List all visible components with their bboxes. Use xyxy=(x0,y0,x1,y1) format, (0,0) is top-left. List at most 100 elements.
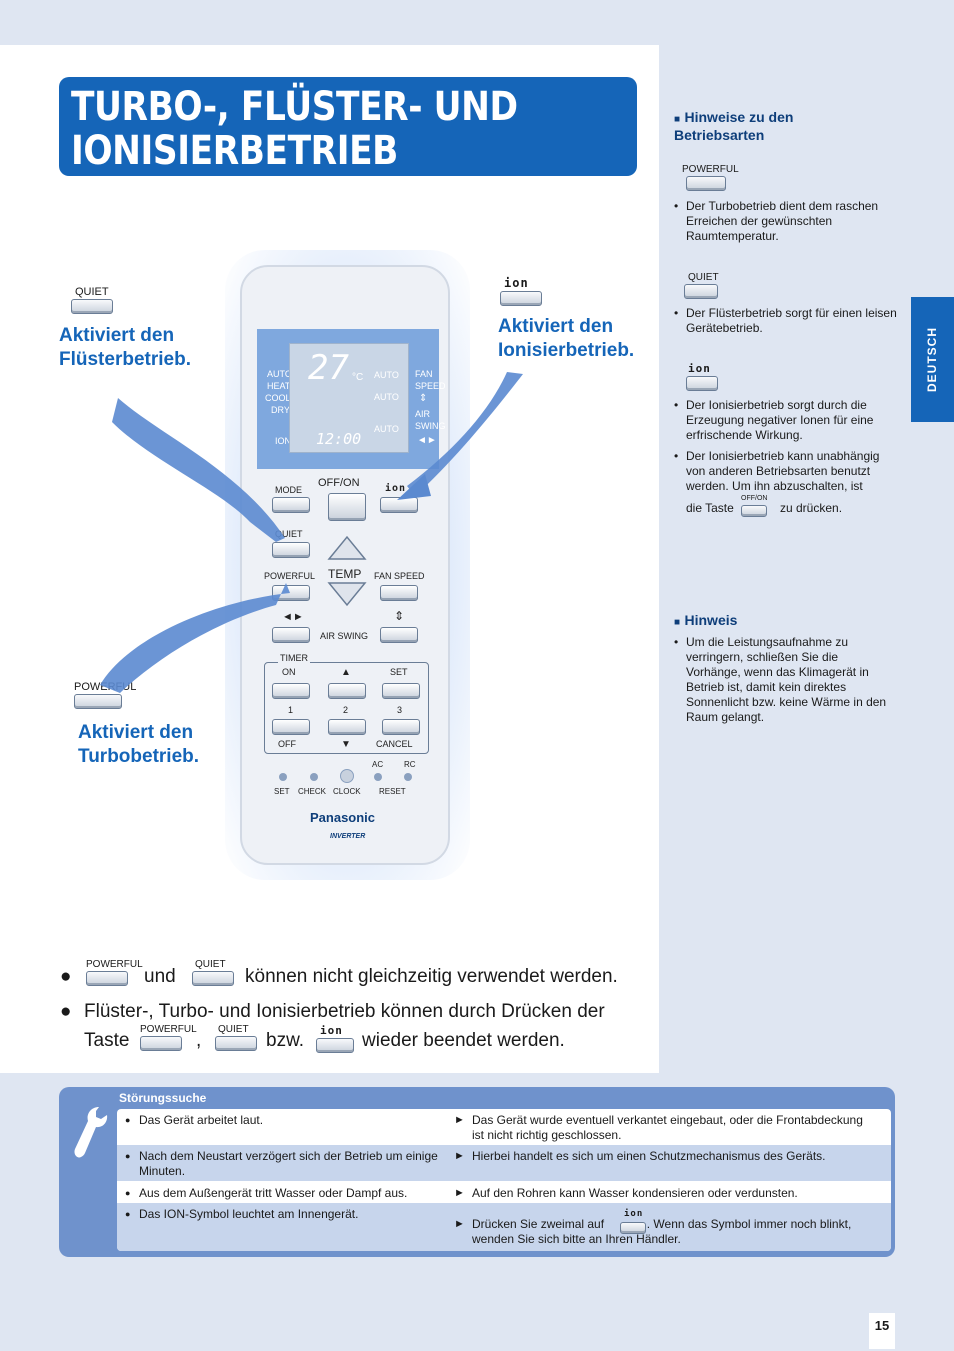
swing-ud-icon: ⇕ xyxy=(394,609,405,623)
inverter-label: INVERTER xyxy=(330,833,366,840)
timer-1-label: 1 xyxy=(288,705,294,715)
arrow-to-ion-icon xyxy=(397,372,523,500)
trouble-row-4-solution-b: . Wenn das Symbol immer noch blinkt, wen… xyxy=(472,1217,852,1246)
callout-quiet: QUIET xyxy=(71,286,113,316)
rc-reset-hole[interactable] xyxy=(404,773,412,781)
language-tab: DEUTSCH xyxy=(911,297,954,422)
side-powerful-label: POWERFUL xyxy=(682,164,739,175)
side-ion-label: ion xyxy=(688,362,711,375)
timer-3-label: 3 xyxy=(397,705,403,715)
ion-button[interactable] xyxy=(380,497,418,513)
troubleshooting-heading: Störungssuche xyxy=(119,1091,207,1105)
side-hinweis-text: Um die Leistungsaufnahme zu verringern, … xyxy=(672,635,892,725)
set-hole[interactable] xyxy=(279,773,287,781)
timer-panel xyxy=(264,662,429,754)
timer-2-label: 2 xyxy=(343,705,349,715)
quiet-button[interactable] xyxy=(272,542,310,558)
side-quiet-icon: QUIET xyxy=(684,272,719,301)
mode-button[interactable] xyxy=(272,497,310,513)
timer-on-label: ON xyxy=(282,667,296,677)
note1-powerful-label: POWERFUL xyxy=(86,959,143,970)
lcd-ion-label: ION xyxy=(275,436,292,446)
note-bullet-2: ● xyxy=(60,1001,72,1022)
check-label: CHECK xyxy=(298,787,327,796)
note2-bzw: bzw. xyxy=(266,1030,305,1051)
offon-label: OFF/ON xyxy=(318,477,360,489)
powerful-button[interactable] xyxy=(272,585,310,601)
lcd-auto-3: AUTO xyxy=(374,424,399,434)
note2-quiet-icon: QUIET xyxy=(215,1024,257,1053)
timer-set-label: SET xyxy=(390,667,408,677)
trouble-row-4-problem: Das ION-Symbol leuchtet am Innengerät. xyxy=(125,1207,449,1222)
ion-button-icon xyxy=(500,291,542,307)
side-powerful-text: Der Turbobetrieb dient dem raschen Errei… xyxy=(672,199,897,244)
side-ion-text-1: Der Ionisierbetrieb sorgt durch die Erze… xyxy=(672,398,897,443)
side-powerful-icon: POWERFUL xyxy=(682,164,739,193)
note2-end: wieder beendet werden. xyxy=(362,1030,565,1051)
timer-up-button[interactable] xyxy=(328,683,366,699)
note2-comma: , xyxy=(196,1030,202,1051)
temp-label: TEMP xyxy=(328,567,362,581)
lcd-fan-label: FAN xyxy=(415,369,433,379)
trouble-row-3-problem: Aus dem Außengerät tritt Wasser oder Dam… xyxy=(125,1186,449,1201)
offon-button[interactable] xyxy=(328,493,366,521)
check-hole[interactable] xyxy=(310,773,318,781)
brand-logo: Panasonic xyxy=(310,810,376,825)
side-offon-btn xyxy=(741,504,767,517)
title-line-2: IONISIERBETRIEB xyxy=(71,128,398,174)
note1-quiet-icon: QUIET xyxy=(192,959,234,988)
side-section-2-text: Hinweis xyxy=(684,612,738,628)
wrench-icon xyxy=(74,1107,108,1158)
side-ion-icon: ion xyxy=(686,362,718,393)
quiet-button-icon xyxy=(71,299,113,315)
timer-down-icon: ▼ xyxy=(341,739,351,750)
air-swing-label: AIR SWING xyxy=(320,631,369,641)
ion-label: ion xyxy=(504,276,529,290)
trouble-row-3-solution: Auf den Rohren kann Wasser kondensieren … xyxy=(454,1186,872,1201)
language-tab-label: DEUTSCH xyxy=(925,327,939,393)
note2-powerful-btn xyxy=(140,1036,182,1052)
trouble-row-2-solution: Hierbei handelt es sich um einen Schutzm… xyxy=(454,1149,872,1164)
ac-reset-hole[interactable] xyxy=(374,773,382,781)
lcd-screen: 27 °C AUTO AUTO AUTO 12:00 xyxy=(289,343,409,453)
temp-arrows-icon[interactable] xyxy=(326,533,368,613)
page-number: 15 xyxy=(869,1313,895,1349)
air-swing-ud-button[interactable] xyxy=(380,627,418,643)
quiet-label: QUIET xyxy=(75,286,109,298)
side-section-2-title: ■ Hinweis xyxy=(674,612,738,628)
side-ion-text-2-end: zu drücken. xyxy=(780,501,843,515)
note2-powerful-label: POWERFUL xyxy=(140,1024,197,1035)
callout-ion: ion xyxy=(500,276,542,308)
remote-ion-label: ion xyxy=(385,483,407,494)
side-section-1-title: ■ Hinweise zu den Betriebsarten xyxy=(674,109,794,143)
timer-on-button[interactable] xyxy=(272,683,310,699)
lcd-area: AUTO HEAT COOL DRY ION 27 °C AUTO AUTO A… xyxy=(257,329,446,469)
trouble-ion-label: ion xyxy=(624,1209,644,1219)
timer-label: TIMER xyxy=(278,653,310,663)
side-offon-label: OFF/ON xyxy=(741,495,768,502)
reset-label: RESET xyxy=(379,787,406,796)
clock-button[interactable] xyxy=(340,769,354,783)
mode-label: MODE xyxy=(275,485,302,495)
side-quiet-btn xyxy=(684,284,718,300)
lcd-updown-icon: ⇕ xyxy=(419,393,428,404)
fan-speed-button[interactable] xyxy=(380,585,418,601)
timer-up-icon: ▲ xyxy=(341,667,351,678)
note1-powerful-icon: POWERFUL xyxy=(86,959,143,988)
lcd-swing-label: SWING xyxy=(415,421,446,431)
note2-ion-icon: ion xyxy=(316,1024,354,1055)
side-quiet-text: Der Flüsterbetrieb sorgt für einen leise… xyxy=(672,306,897,336)
lcd-cool-label: COOL xyxy=(265,393,291,403)
timer-off-button[interactable] xyxy=(272,719,310,735)
trouble-row-1-solution: Das Gerät wurde eventuell verkantet eing… xyxy=(454,1113,872,1143)
timer-set-button[interactable] xyxy=(382,683,420,699)
note1-quiet-btn xyxy=(192,971,234,987)
timer-cancel-button[interactable] xyxy=(382,719,420,735)
trouble-row-1-problem: Das Gerät arbeitet laut. xyxy=(125,1113,449,1128)
air-swing-lr-button[interactable] xyxy=(272,627,310,643)
set-small-label: SET xyxy=(274,787,290,796)
side-section-1-text: Hinweise zu den Betriebsarten xyxy=(674,109,794,143)
timer-off-label: OFF xyxy=(278,739,296,749)
arrow-to-powerful-icon xyxy=(100,583,290,693)
timer-down-button[interactable] xyxy=(328,719,366,735)
